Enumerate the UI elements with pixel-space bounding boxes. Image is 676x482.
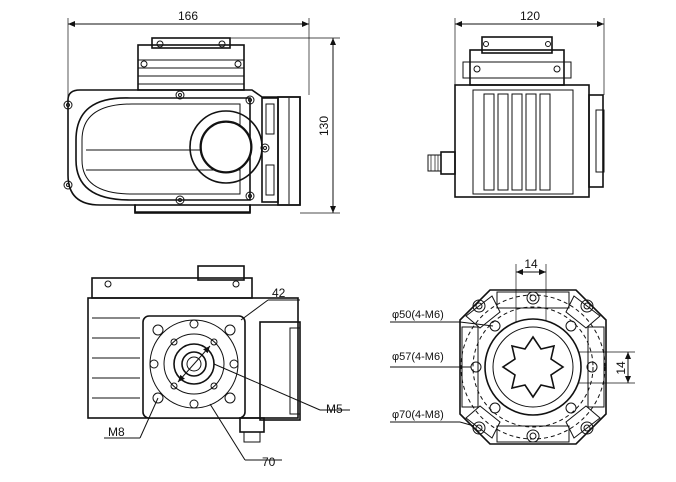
m8-label: M8 bbox=[108, 425, 125, 439]
flange-right-14-label: 14 bbox=[614, 361, 628, 375]
flange-holes bbox=[470, 291, 598, 443]
front-view: 166 130 bbox=[63, 9, 340, 214]
front-width-label: 166 bbox=[178, 9, 198, 23]
flange-view: 14 14 bbox=[390, 257, 635, 445]
bottom-fins bbox=[92, 317, 140, 399]
side-view: 120 bbox=[427, 9, 605, 198]
dim-70-label: 70 bbox=[262, 455, 276, 469]
bottom-flange-holes bbox=[149, 319, 239, 409]
bottom-view: 42 M5 M8 70 bbox=[87, 265, 350, 469]
front-height-dimension: 130 bbox=[230, 37, 340, 214]
front-screws bbox=[63, 90, 270, 205]
pcd-50-label: φ50(4-M6) bbox=[392, 309, 444, 321]
cooling-fins bbox=[483, 93, 551, 191]
flange-top-14-dimension: 14 bbox=[515, 257, 547, 330]
flange-top-14-label: 14 bbox=[524, 257, 538, 271]
front-height-label: 130 bbox=[317, 116, 331, 136]
pcd-57-label: φ57(4-M6) bbox=[392, 351, 444, 363]
cable-gland bbox=[427, 151, 456, 175]
pcd-70-label: φ70(4-M8) bbox=[392, 409, 444, 421]
flange-lobes bbox=[461, 291, 605, 443]
side-width-label: 120 bbox=[520, 9, 540, 23]
dim-42-label: 42 bbox=[272, 286, 286, 300]
m5-label: M5 bbox=[326, 402, 343, 416]
front-width-dimension: 166 bbox=[67, 9, 310, 100]
side-width-dimension: 120 bbox=[454, 9, 605, 95]
